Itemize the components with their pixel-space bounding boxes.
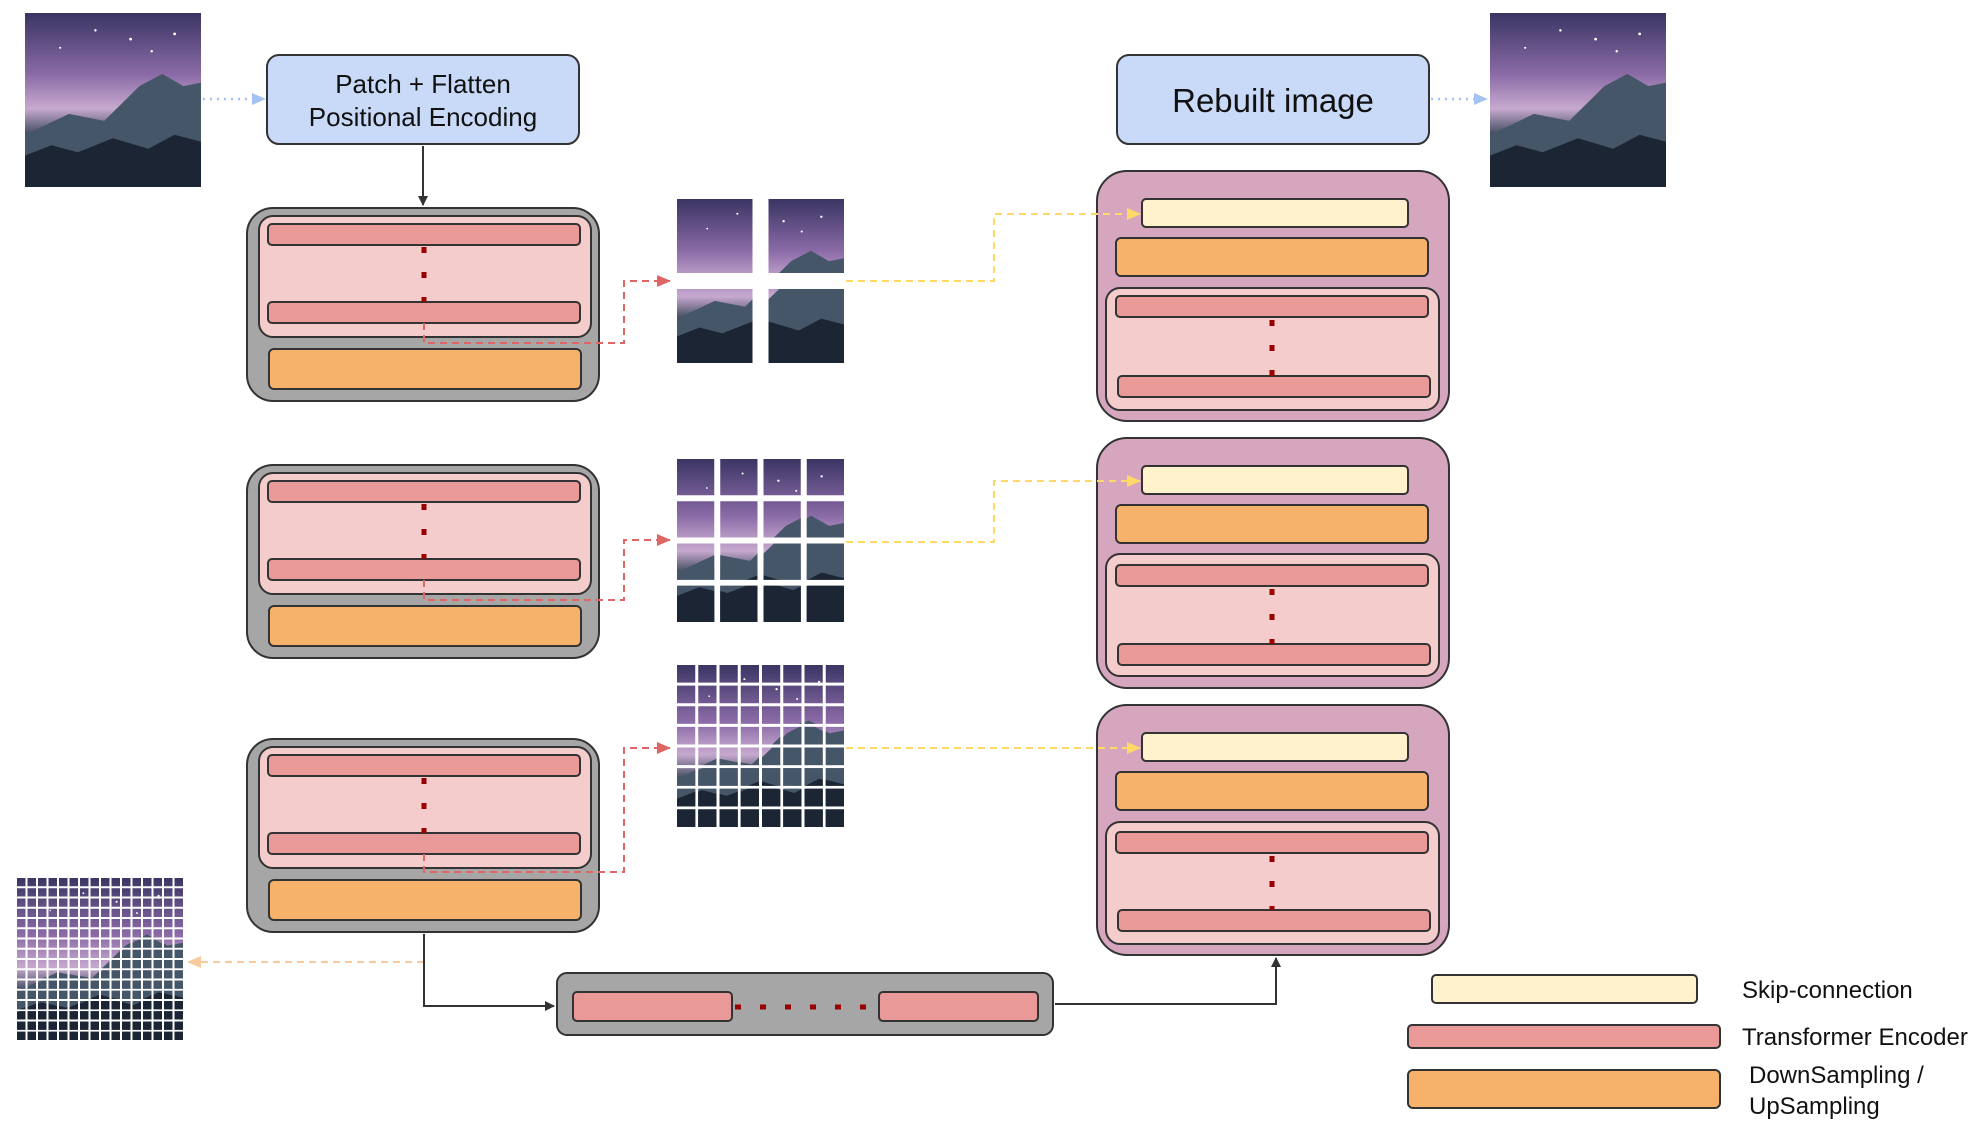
encoder-block-2 [246,464,600,659]
encoder-2-to-patches-arrow [423,534,671,601]
encoder-block-1 [246,207,600,402]
rebuilt-image-box: Rebuilt image [1116,54,1430,145]
legend-sampling-label-2: UpSampling [1749,1093,1880,1120]
positional-encoding-label: Positional Encoding [309,102,537,132]
skip-connection-2-arrow [846,475,1141,543]
input-image [25,13,201,187]
patch-flatten-box: Patch + Flatten Positional Encoding [266,54,580,145]
legend-skip-swatch [1431,974,1698,1004]
encoder-block-3 [246,738,600,933]
bottleneck-to-decoder-arrow [1055,957,1281,1005]
decoder-block-3 [1096,704,1450,956]
patch-grid-4x4 [677,459,844,622]
encoder-3-to-patches-arrow [423,742,671,873]
decoder-block-1 [1096,170,1450,422]
skip-connection-1-arrow [846,208,1141,282]
decoder-block-2 [1096,437,1450,689]
legend-sampling-swatch [1407,1069,1721,1109]
output-image [1490,13,1666,187]
legend: Skip-connection Transformer Encoder Down… [1407,974,1968,1120]
legend-transformer-swatch [1407,1024,1721,1049]
encoder-1-to-patches-arrow [423,275,671,344]
legend-transformer-label: Transformer Encoder [1742,1024,1968,1051]
encoder-3-to-fine-grid-arrow [187,938,425,968]
patch-grid-fine [17,878,183,1040]
legend-skip-label: Skip-connection [1742,977,1913,1004]
patch-flatten-label: Patch + Flatten [335,69,511,99]
bottleneck-block [556,972,1054,1036]
legend-sampling-label-1: DownSampling / [1749,1062,1924,1089]
patch-grid-8x8 [677,665,844,827]
encoder-to-bottleneck-arrow [423,934,555,1011]
rebuilt-image-label: Rebuilt image [1172,82,1374,119]
patch-grid-2x2 [677,199,844,363]
